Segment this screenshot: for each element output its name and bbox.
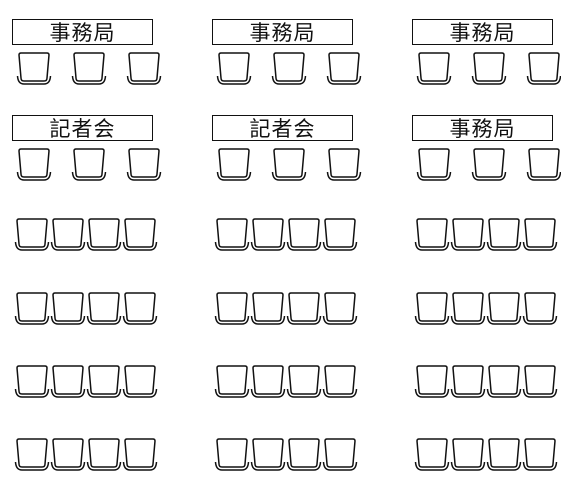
bench-chair-r3-c1-4 [122, 365, 158, 398]
bench-chair-r3-c3-4 [522, 365, 558, 398]
desk-chair-r2-c3-2 [471, 148, 507, 181]
desk-chair-r1-c1-2 [71, 52, 107, 85]
bench-chair-r4-c3-3 [486, 438, 522, 471]
bench-chair-r4-c2-2 [250, 438, 286, 471]
desk-chair-r1-c3-1 [416, 52, 452, 85]
bench-chair-r1-c3-2 [450, 218, 486, 251]
bench-chair-r4-c2-1 [214, 438, 250, 471]
bench-chair-r3-c2-4 [322, 365, 358, 398]
desk-chair-r2-c3-1 [416, 148, 452, 181]
bench-chair-r3-c1-3 [86, 365, 122, 398]
bench-chair-r1-c2-4 [322, 218, 358, 251]
desk-chair-r2-c1-3 [126, 148, 162, 181]
bench-chair-r3-c3-2 [450, 365, 486, 398]
desk-chair-r2-c1-1 [16, 148, 52, 181]
desk-chair-r1-c3-3 [526, 52, 561, 85]
bench-chair-r2-c1-2 [50, 292, 86, 325]
bench-chair-r1-c3-4 [522, 218, 558, 251]
bench-chair-r2-c1-4 [122, 292, 158, 325]
desk-chair-r2-c3-3 [526, 148, 561, 181]
desk-chair-r2-c2-2 [271, 148, 307, 181]
bench-chair-r4-c1-3 [86, 438, 122, 471]
bench-chair-r3-c2-3 [286, 365, 322, 398]
desk-row1-col1: 事務局 [12, 19, 153, 45]
bench-chair-r2-c2-1 [214, 292, 250, 325]
bench-chair-r3-c1-1 [14, 365, 50, 398]
bench-chair-r1-c1-2 [50, 218, 86, 251]
bench-chair-r3-c1-2 [50, 365, 86, 398]
bench-chair-r3-c2-1 [214, 365, 250, 398]
bench-chair-r4-c1-2 [50, 438, 86, 471]
desk-chair-r1-c2-2 [271, 52, 307, 85]
bench-chair-r2-c2-4 [322, 292, 358, 325]
desk-chair-r2-c2-1 [216, 148, 252, 181]
bench-chair-r4-c3-4 [522, 438, 558, 471]
bench-chair-r4-c2-4 [322, 438, 358, 471]
desk-row1-col2: 事務局 [212, 19, 353, 45]
bench-chair-r2-c2-2 [250, 292, 286, 325]
bench-chair-r1-c3-3 [486, 218, 522, 251]
desk-chair-r1-c1-1 [16, 52, 52, 85]
desk-chair-r2-c1-2 [71, 148, 107, 181]
bench-chair-r1-c3-1 [414, 218, 450, 251]
bench-chair-r4-c1-1 [14, 438, 50, 471]
desk-row2-col3: 事務局 [412, 115, 553, 141]
desk-row2-col2: 記者会 [212, 115, 353, 141]
bench-chair-r1-c2-1 [214, 218, 250, 251]
desk-chair-r1-c3-2 [471, 52, 507, 85]
bench-chair-r3-c3-1 [414, 365, 450, 398]
bench-chair-r4-c3-1 [414, 438, 450, 471]
bench-chair-r2-c3-1 [414, 292, 450, 325]
bench-chair-r1-c1-4 [122, 218, 158, 251]
bench-chair-r2-c3-2 [450, 292, 486, 325]
desk-chair-r1-c2-3 [326, 52, 362, 85]
bench-chair-r3-c3-3 [486, 365, 522, 398]
desk-chair-r2-c2-3 [326, 148, 362, 181]
bench-chair-r2-c2-3 [286, 292, 322, 325]
bench-chair-r3-c2-2 [250, 365, 286, 398]
bench-chair-r1-c1-1 [14, 218, 50, 251]
bench-chair-r4-c1-4 [122, 438, 158, 471]
desk-row1-col3: 事務局 [412, 19, 553, 45]
bench-chair-r1-c2-2 [250, 218, 286, 251]
desk-chair-r1-c2-1 [216, 52, 252, 85]
bench-chair-r2-c1-1 [14, 292, 50, 325]
desk-chair-r1-c1-3 [126, 52, 162, 85]
bench-chair-r4-c3-2 [450, 438, 486, 471]
bench-chair-r2-c3-4 [522, 292, 558, 325]
desk-row2-col1: 記者会 [12, 115, 153, 141]
bench-chair-r4-c2-3 [286, 438, 322, 471]
bench-chair-r2-c3-3 [486, 292, 522, 325]
bench-chair-r1-c2-3 [286, 218, 322, 251]
bench-chair-r1-c1-3 [86, 218, 122, 251]
bench-chair-r2-c1-3 [86, 292, 122, 325]
